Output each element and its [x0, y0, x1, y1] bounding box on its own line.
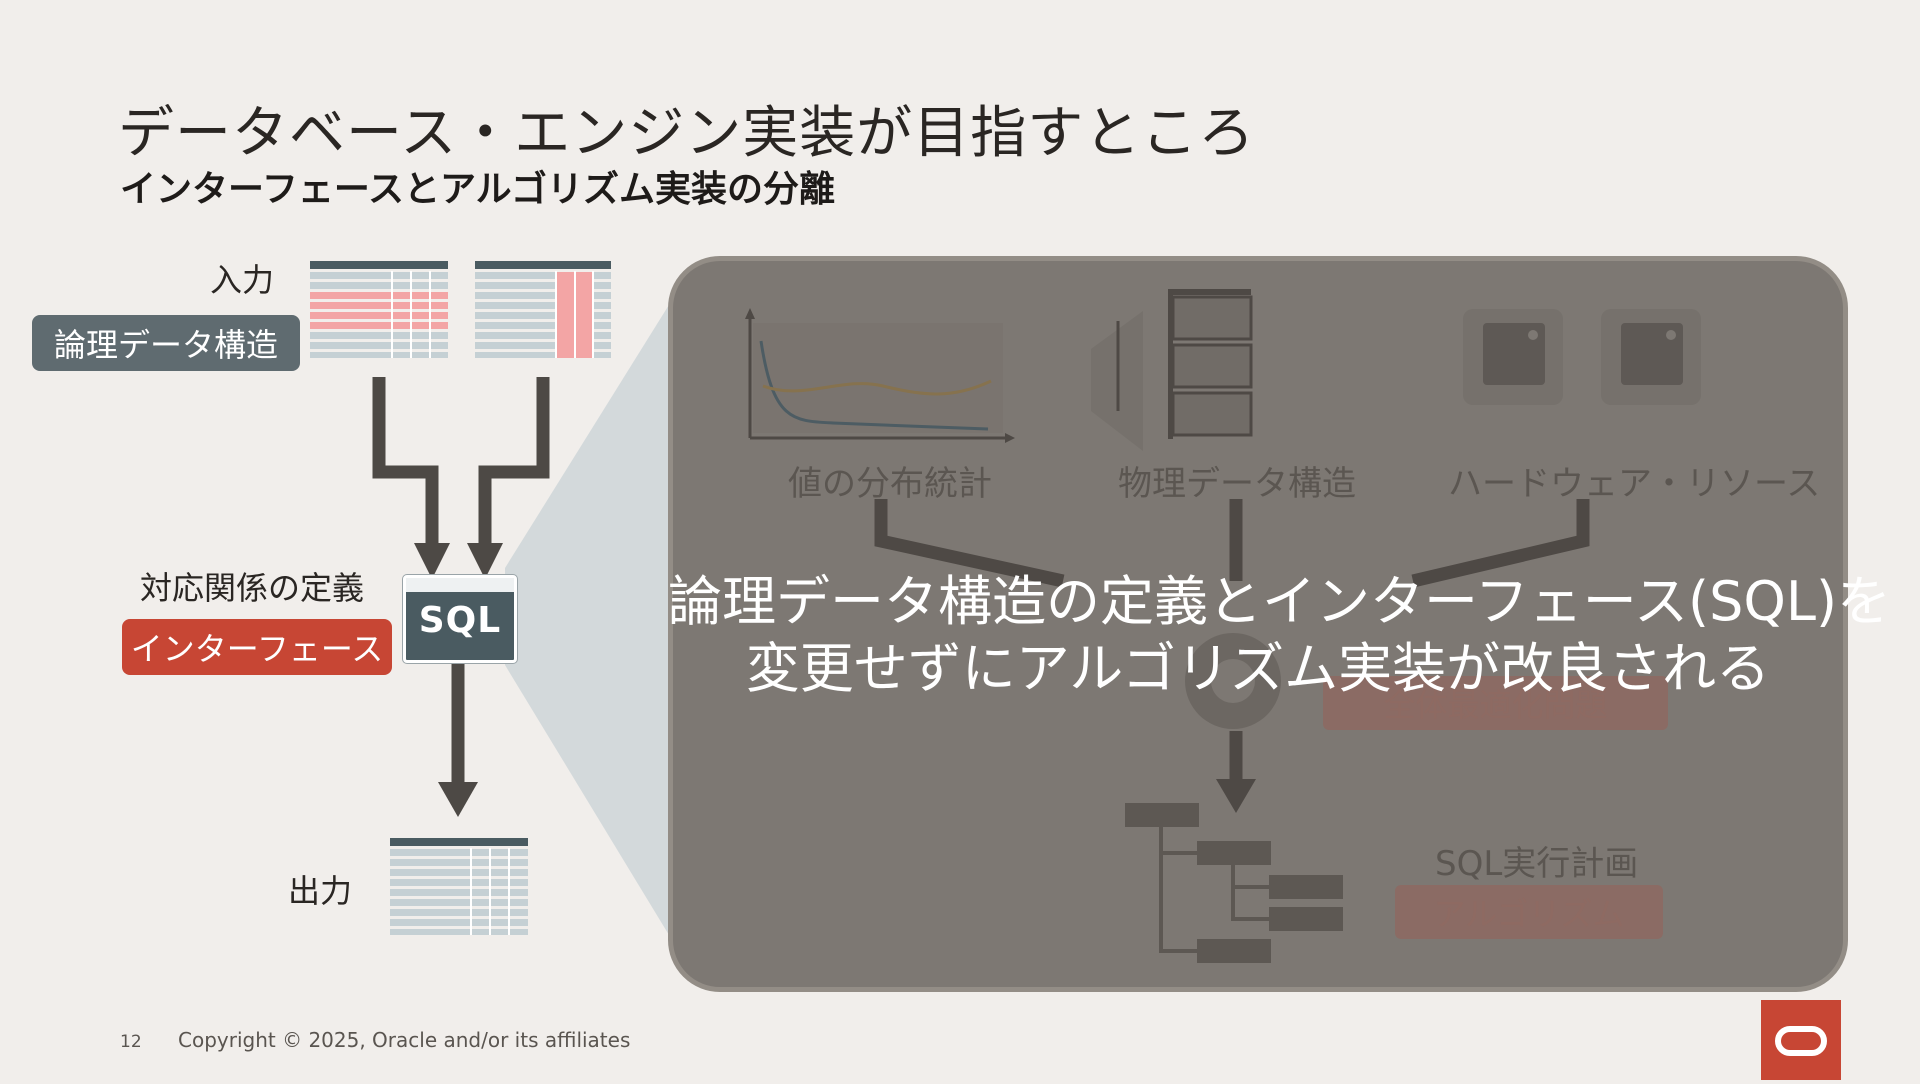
- storage-blocks-icon: [1091, 289, 1253, 451]
- physical-structure-label: 物理データ構造: [1118, 464, 1356, 504]
- sql-box: SQL: [403, 575, 517, 663]
- hardware-label: ハードウェア・リソース: [1448, 464, 1821, 504]
- panel-graphics: [745, 289, 1701, 963]
- input-table-1: [310, 261, 448, 358]
- gear-icon: [1185, 633, 1281, 729]
- zoom-funnel: [505, 300, 672, 940]
- input-table-2: [475, 261, 611, 358]
- arrow-head-output: [438, 782, 478, 817]
- oracle-logo-icon: [1761, 1000, 1841, 1080]
- page-title: データベース・エンジン実装が目指すところ: [118, 101, 1256, 166]
- plan-tree-icon: [1125, 803, 1343, 963]
- output-table: [390, 838, 528, 935]
- panel-arrows: [874, 499, 1590, 781]
- overlay-message-line1: 論理データ構造の定義とインターフェース(SQL)を: [668, 570, 1892, 633]
- mapping-label: 対応関係の定義: [140, 569, 365, 607]
- arrow-head-1: [414, 543, 450, 579]
- page-number: 12: [120, 1032, 142, 1052]
- sql-box-strip: [406, 578, 514, 592]
- stat-label: 値の分布統計: [788, 464, 992, 504]
- plan-label: SQL実行計画: [1435, 844, 1639, 884]
- cpu-chip-icon: [1463, 309, 1701, 405]
- input-arrows: [372, 377, 550, 785]
- engine-panel: 値の分布統計 物理データ構造 ハードウェア・リソース 全体最適化問題 SQL実行…: [668, 256, 1848, 992]
- arrow-head-2: [467, 543, 503, 579]
- line-chart-icon: [745, 308, 1015, 443]
- algorithm-pill: アルゴリズム: [1395, 885, 1663, 939]
- sql-box-label: SQL: [418, 600, 502, 641]
- logical-structure-pill: 論理データ構造: [32, 315, 300, 371]
- interface-pill: インターフェース: [122, 619, 392, 675]
- overlay-message-line2: 変更せずにアルゴリズム実装が改良される: [745, 637, 1771, 700]
- input-label: 入力: [210, 261, 275, 299]
- page-subtitle: インターフェースとアルゴリズム実装の分離: [120, 169, 835, 210]
- panel-arrow-head: [1216, 779, 1256, 813]
- copyright: Copyright © 2025, Oracle and/or its affi…: [178, 1028, 631, 1052]
- output-label: 出力: [288, 872, 353, 910]
- global-optimization-pill: 全体最適化問題: [1323, 676, 1668, 730]
